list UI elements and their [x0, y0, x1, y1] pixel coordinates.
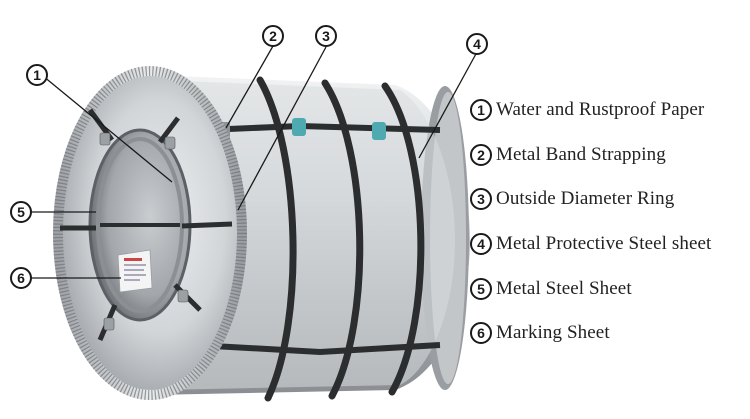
legend-label: Marking Sheet [496, 322, 610, 344]
circumferential-bands [256, 76, 425, 402]
legend-number: 2 [470, 143, 492, 166]
callout-2: 2 [262, 25, 284, 47]
legend-number: 6 [470, 322, 492, 345]
callout-1: 1 [26, 64, 48, 86]
legend-item: 5 Metal Steel Sheet [470, 266, 748, 311]
marking-sheet-label [117, 249, 153, 293]
legend-number: 1 [470, 99, 492, 122]
callout-4: 4 [466, 33, 488, 55]
legend-item: 2 Metal Band Strapping [470, 133, 748, 178]
legend-item: 4 Metal Protective Steel sheet [470, 222, 748, 267]
legend-item: 3 Outside Diameter Ring [470, 177, 748, 222]
legend-label: Water and Rustproof Paper [496, 99, 705, 121]
legend-label: Metal Band Strapping [496, 143, 666, 165]
component-legend: 1 Water and Rustproof Paper 2 Metal Band… [470, 88, 748, 356]
legend-item: 6 Marking Sheet [470, 311, 748, 356]
callout-3: 3 [315, 25, 337, 47]
legend-label: Metal Protective Steel sheet [496, 233, 712, 255]
callout-6: 6 [10, 267, 32, 289]
legend-number: 3 [470, 188, 492, 211]
legend-item: 1 Water and Rustproof Paper [470, 88, 748, 133]
longitudinal-band [204, 122, 441, 133]
leader-lines [31, 45, 478, 279]
callout-5: 5 [10, 201, 32, 223]
legend-number: 5 [470, 277, 492, 300]
legend-label: Outside Diameter Ring [496, 188, 675, 210]
legend-label: Metal Steel Sheet [496, 277, 632, 299]
legend-number: 4 [470, 233, 492, 256]
